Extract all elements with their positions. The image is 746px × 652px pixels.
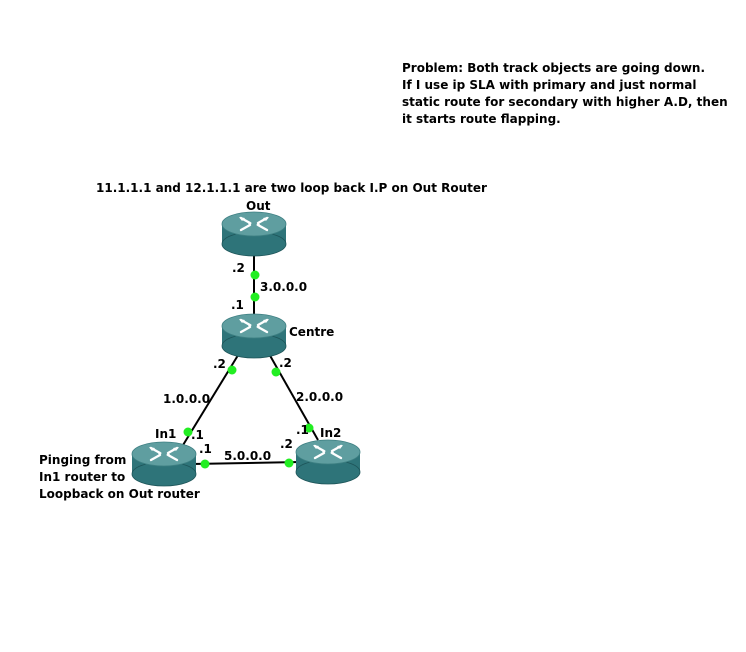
port-centre-upper [250, 292, 260, 302]
centre-iface-up-label: .1 [231, 298, 244, 312]
router-in2[interactable] [294, 438, 362, 486]
in1-iface-up-label: .1 [191, 428, 204, 442]
router-centre-label: Centre [289, 325, 334, 339]
router-out[interactable] [220, 210, 288, 258]
port-centre-right [271, 367, 281, 377]
router-in2-label: In2 [320, 426, 341, 440]
problem-line-3: static route for secondary with higher A… [402, 95, 728, 109]
link-in1-in2 [191, 461, 301, 465]
pinging-line-1: Pinging from [39, 453, 127, 467]
problem-line-4: it starts route flapping. [402, 112, 561, 126]
in1-iface-right-label: .1 [199, 442, 212, 456]
problem-note: Problem: Both track objects are going do… [402, 60, 728, 128]
network-in1-in2-label: 5.0.0.0 [224, 449, 271, 463]
centre-iface-right-label: .2 [279, 356, 292, 370]
in2-iface-up-label: .1 [296, 423, 309, 437]
centre-iface-left-label: .2 [213, 357, 226, 371]
loopback-note: 11.1.1.1 and 12.1.1.1 are two loop back … [96, 181, 487, 195]
router-out-label: Out [246, 199, 271, 213]
pinging-note: Pinging from In1 router to Loopback on O… [39, 452, 200, 503]
problem-line-2: If I use ip SLA with primary and just no… [402, 78, 697, 92]
router-in1-label: In1 [155, 427, 176, 441]
in2-iface-left-label: .2 [280, 437, 293, 451]
port-in1-upper [183, 427, 193, 437]
port-centre-left [227, 365, 237, 375]
port-in2-upper [304, 423, 314, 433]
network-out-centre-label: 3.0.0.0 [260, 280, 307, 294]
router-in1[interactable] [130, 440, 198, 488]
port-in2-left [284, 458, 294, 468]
pinging-line-3: Loopback on Out router [39, 487, 200, 501]
router-centre[interactable] [220, 312, 288, 360]
port-out-lower [250, 270, 260, 280]
problem-line-1: Problem: Both track objects are going do… [402, 61, 706, 75]
out-iface-label: .2 [232, 261, 245, 275]
network-centre-in2-label: 2.0.0.0 [296, 390, 343, 404]
port-in1-right [200, 459, 210, 469]
pinging-line-2: In1 router to [39, 470, 126, 484]
network-centre-in1-label: 1.0.0.0 [163, 392, 210, 406]
